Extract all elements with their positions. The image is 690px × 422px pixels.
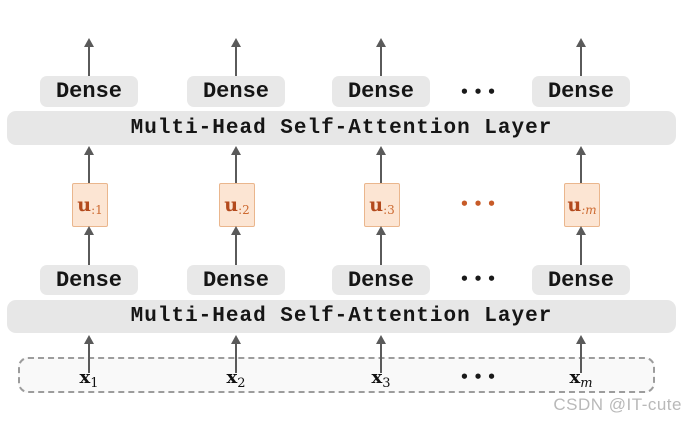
dense-block: Dense <box>332 265 430 295</box>
up-arrow <box>230 335 242 373</box>
ellipsis-dots: ••• <box>459 83 501 101</box>
up-arrow <box>83 226 95 266</box>
arrowhead-icon <box>376 38 386 47</box>
dense-block: Dense <box>40 265 138 295</box>
u-label: u <box>369 193 384 216</box>
arrowhead-icon <box>376 226 386 235</box>
up-arrow <box>230 146 242 184</box>
arrowhead-icon <box>376 146 386 155</box>
dense-block: Dense <box>187 265 285 295</box>
x-subscript: 2 <box>237 376 246 391</box>
up-arrow <box>575 226 587 266</box>
attention-layer-bar: Multi-Head Self-Attention Layer <box>7 111 676 145</box>
u-subscript: :2 <box>238 202 250 217</box>
arrowhead-icon <box>231 38 241 47</box>
dense-block: Dense <box>532 76 630 107</box>
ellipsis-dots: ••• <box>459 195 501 213</box>
u-label: u <box>567 193 582 216</box>
x-subscript: 3 <box>382 376 391 391</box>
up-arrow <box>575 146 587 184</box>
arrowhead-icon <box>376 335 386 344</box>
ellipsis-dots: ••• <box>459 270 501 288</box>
arrowhead-icon <box>84 335 94 344</box>
up-arrow <box>375 226 387 266</box>
attention-layer-bar: Multi-Head Self-Attention Layer <box>7 300 676 333</box>
x-subscript: m <box>580 376 593 391</box>
csdn-watermark: CSDN @IT-cute <box>553 395 682 414</box>
arrowhead-icon <box>231 335 241 344</box>
u-vector-box: u:m <box>564 183 600 227</box>
up-arrow <box>83 335 95 373</box>
dense-block: Dense <box>332 76 430 107</box>
arrowhead-icon <box>576 38 586 47</box>
u-label: u <box>77 193 92 216</box>
u-vector-box: u:2 <box>219 183 255 227</box>
arrowhead-icon <box>84 146 94 155</box>
arrowhead-icon <box>231 226 241 235</box>
u-vector-box: u:1 <box>72 183 108 227</box>
u-label: u <box>224 193 239 216</box>
dense-block: Dense <box>187 76 285 107</box>
u-subscript: :1 <box>91 202 103 217</box>
arrowhead-icon <box>576 146 586 155</box>
up-arrow <box>575 38 587 77</box>
up-arrow <box>230 226 242 266</box>
arrowhead-icon <box>576 226 586 235</box>
up-arrow <box>230 38 242 77</box>
u-vector-box: u:3 <box>364 183 400 227</box>
dense-block: Dense <box>532 265 630 295</box>
arrowhead-icon <box>576 335 586 344</box>
up-arrow <box>83 146 95 184</box>
x-subscript: 1 <box>90 376 99 391</box>
up-arrow <box>83 38 95 77</box>
up-arrow <box>375 146 387 184</box>
up-arrow <box>375 335 387 373</box>
arrowhead-icon <box>231 146 241 155</box>
dense-block: Dense <box>40 76 138 107</box>
up-arrow <box>575 335 587 373</box>
u-subscript: :m <box>581 202 597 217</box>
arrowhead-icon <box>84 226 94 235</box>
input-sequence-box <box>18 357 655 393</box>
ellipsis-dots: ••• <box>459 368 501 386</box>
u-subscript: :3 <box>383 202 395 217</box>
up-arrow <box>375 38 387 77</box>
arrowhead-icon <box>84 38 94 47</box>
